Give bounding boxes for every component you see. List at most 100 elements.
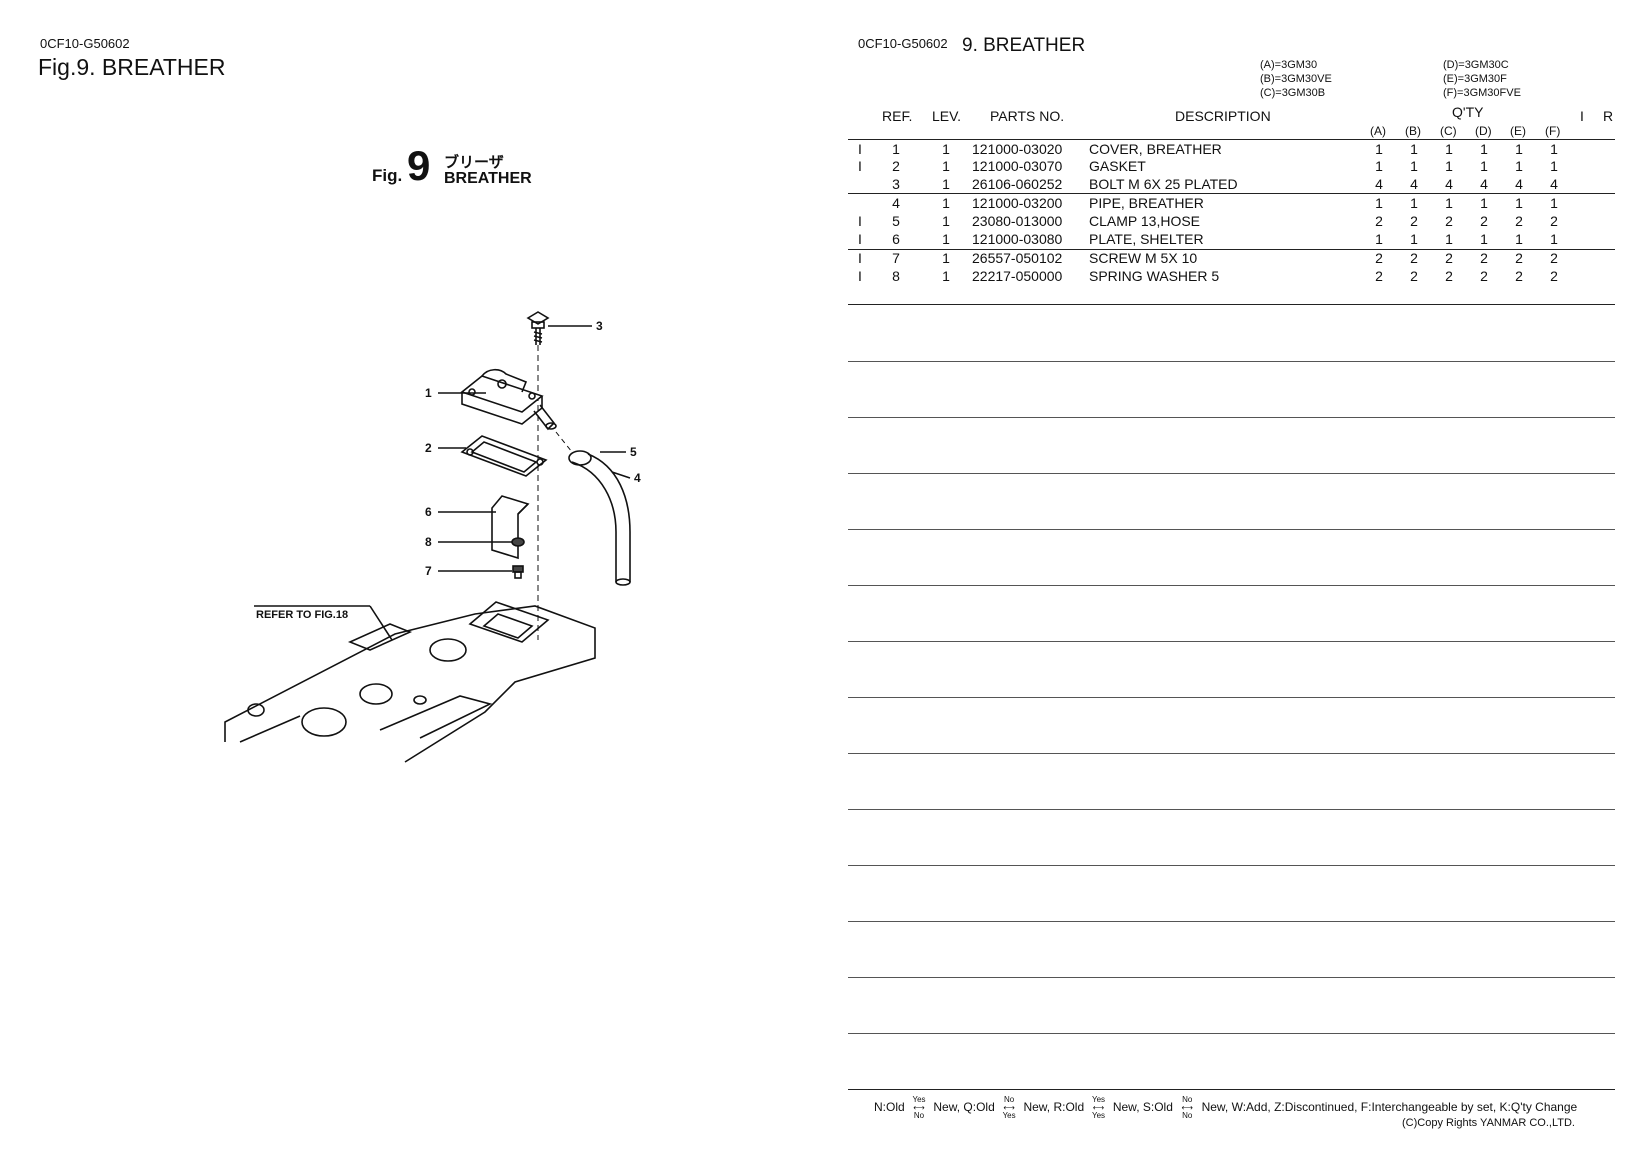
- legend-arrow-icon: Yes⟷No: [912, 1095, 926, 1120]
- figure-badge-jp: ブリーザ: [444, 154, 504, 171]
- model-a: (A)=3GM30: [1260, 59, 1318, 71]
- legend-tail: W:Add, Z:Discontinued, F:Interchangeable…: [1231, 1100, 1578, 1115]
- row-qty: 1: [1515, 141, 1523, 157]
- row-qty: 1: [1550, 231, 1558, 247]
- qty-col-f: (F): [1545, 124, 1561, 138]
- breather-pipe-drawing: [555, 431, 631, 586]
- row-qty: 1: [1375, 195, 1383, 211]
- blank-rule: [848, 753, 1615, 754]
- row-lev: 1: [942, 176, 950, 192]
- legend-n: N:Old Yes⟷No New,: [874, 1095, 961, 1120]
- figure-badge-prefix: Fig.: [372, 166, 403, 185]
- figure-title: Fig.9. BREATHER: [38, 54, 226, 80]
- blank-rule: [848, 417, 1615, 418]
- row-parts-no: 121000-03080: [972, 231, 1063, 247]
- row-description: SPRING WASHER 5: [1089, 268, 1220, 284]
- row-qty: 1: [1480, 195, 1488, 211]
- bolt-drawing: [526, 311, 550, 345]
- exploded-parts-diagram: 3 1 2 5 4 6 8 7 REFER TO FIG.18: [224, 311, 641, 763]
- row-qty: 4: [1375, 176, 1383, 192]
- row-description: SCREW M 5X 10: [1089, 250, 1198, 266]
- callout-2: 2: [425, 441, 432, 455]
- row-qty: 2: [1445, 213, 1453, 229]
- row-qty: 2: [1445, 268, 1453, 284]
- row-qty: 1: [1375, 158, 1383, 174]
- legend-arrow-icon: No⟷No: [1181, 1095, 1193, 1120]
- row-qty: 2: [1480, 250, 1488, 266]
- row-lev: 1: [942, 158, 950, 174]
- row-description: PIPE, BREATHER: [1089, 195, 1204, 211]
- row-parts-no: 22217-050000: [972, 268, 1063, 284]
- footer-legend: N:Old Yes⟷No New, Q:Old No⟷Yes New, R:Ol…: [874, 1096, 1577, 1120]
- row-mark: I: [858, 231, 862, 247]
- row-qty: 1: [1550, 195, 1558, 211]
- row-mark: I: [858, 268, 862, 284]
- gasket-drawing: [460, 435, 548, 477]
- row-qty: 2: [1515, 268, 1523, 284]
- row-mark: I: [858, 141, 862, 157]
- row-qty: 1: [1410, 231, 1418, 247]
- footer-rule: [848, 1089, 1615, 1090]
- row-parts-no: 26106-060252: [972, 176, 1063, 192]
- model-list-right: (D)=3GM30C (E)=3GM30F (F)=3GM30FVE: [1443, 58, 1521, 100]
- spring-washer-drawing: [511, 537, 525, 547]
- header-rule: [848, 139, 1615, 140]
- row-ref: 5: [892, 213, 900, 229]
- blank-rule: [848, 977, 1615, 978]
- cylinder-head-drawing: [224, 601, 596, 763]
- callout-3: 3: [596, 319, 603, 333]
- row-qty: 1: [1515, 195, 1523, 211]
- blank-rule: [848, 809, 1615, 810]
- callout-6: 6: [425, 505, 432, 519]
- row-qty: 2: [1375, 268, 1383, 284]
- doc-code-left: 0CF10-G50602: [40, 36, 130, 51]
- row-lev: 1: [942, 231, 950, 247]
- blank-rule: [848, 697, 1615, 698]
- model-c: (C)=3GM30B: [1260, 87, 1326, 99]
- row-qty: 1: [1445, 158, 1453, 174]
- row-description: GASKET: [1089, 158, 1146, 174]
- row-lev: 1: [942, 213, 950, 229]
- callout-5: 5: [630, 445, 637, 459]
- row-qty: 4: [1515, 176, 1523, 192]
- row-qty: 1: [1550, 141, 1558, 157]
- qty-col-c: (C): [1440, 124, 1457, 138]
- row-parts-no: 23080-013000: [972, 213, 1063, 229]
- row-description: COVER, BREATHER: [1089, 141, 1222, 157]
- figure-badge-en: BREATHER: [444, 170, 532, 187]
- row-ref: 4: [892, 195, 900, 211]
- header-i: I: [1580, 108, 1584, 124]
- row-description: CLAMP 13,HOSE: [1089, 213, 1201, 229]
- row-qty: 1: [1375, 141, 1383, 157]
- row-qty: 2: [1375, 250, 1383, 266]
- figure-badge-number: 9: [407, 142, 431, 189]
- row-qty: 1: [1480, 158, 1488, 174]
- row-qty: 2: [1480, 213, 1488, 229]
- row-ref: 1: [892, 141, 900, 157]
- doc-code-right: 0CF10-G50602: [858, 36, 948, 51]
- qty-col-d: (D): [1475, 124, 1492, 138]
- row-qty: 1: [1550, 158, 1558, 174]
- model-d: (D)=3GM30C: [1443, 59, 1509, 71]
- header-ref: REF.: [882, 108, 913, 124]
- row-mark: I: [858, 158, 862, 174]
- plate-shelter-drawing: [491, 495, 530, 560]
- row-qty: 1: [1445, 141, 1453, 157]
- legend-arrow-icon: No⟷Yes: [1002, 1095, 1016, 1120]
- refer-note: REFER TO FIG.18: [256, 609, 348, 621]
- row-qty: 2: [1515, 250, 1523, 266]
- row-ref: 2: [892, 158, 900, 174]
- row-mark: I: [858, 250, 862, 266]
- model-f: (F)=3GM30FVE: [1443, 87, 1521, 99]
- legend-arrow-icon: Yes⟷Yes: [1091, 1095, 1106, 1120]
- model-e: (E)=3GM30F: [1443, 73, 1507, 85]
- qty-col-a: (A): [1370, 124, 1386, 138]
- screw-drawing: [512, 565, 524, 579]
- row-qty: 4: [1410, 176, 1418, 192]
- row-qty: 1: [1410, 158, 1418, 174]
- row-parts-no: 26557-050102: [972, 250, 1063, 266]
- callout-1: 1: [425, 386, 432, 400]
- row-lev: 1: [942, 141, 950, 157]
- row-qty: 2: [1550, 268, 1558, 284]
- header-lev: LEV.: [932, 108, 962, 124]
